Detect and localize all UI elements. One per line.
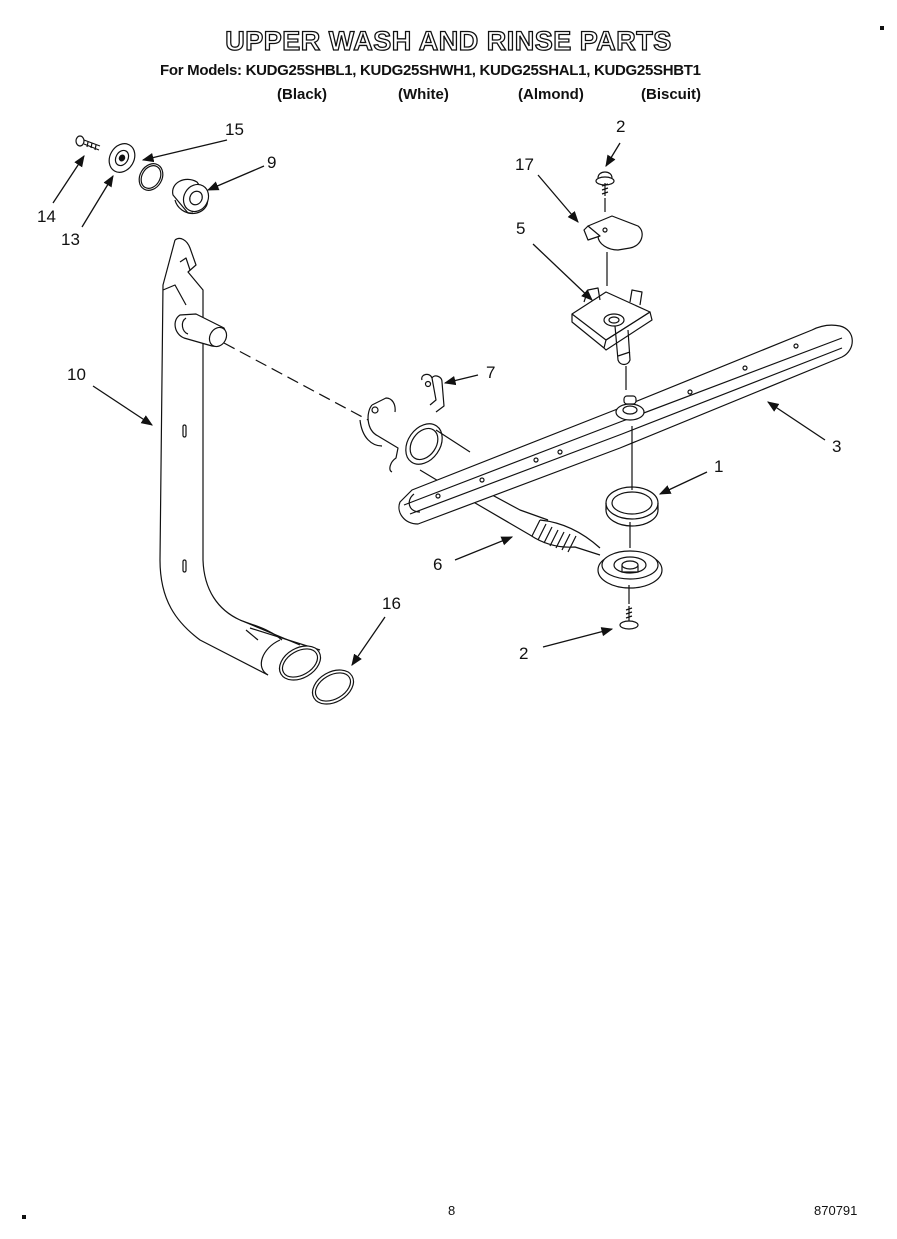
part-14-screw xyxy=(75,135,101,151)
callout-10: 10 xyxy=(67,365,86,384)
callout-6: 6 xyxy=(433,555,443,574)
registration-mark xyxy=(22,1215,26,1219)
callout-5: 5 xyxy=(516,219,526,238)
part-10-supply-tube xyxy=(159,237,322,681)
page-number: 8 xyxy=(448,1203,456,1218)
part-1-ring xyxy=(605,486,659,527)
part-2-screw-bottom xyxy=(619,606,639,630)
models-line: For Models: KUDG25SHBL1, KUDG25SHWH1, KU… xyxy=(160,62,701,79)
color-label-almond: (Almond) xyxy=(518,86,584,103)
color-label-white: (White) xyxy=(398,86,449,103)
callout-7: 7 xyxy=(486,363,496,382)
color-label-biscuit: (Biscuit) xyxy=(641,86,701,103)
callout-9: 9 xyxy=(267,153,277,172)
callout-2-bottom: 2 xyxy=(519,644,529,663)
part-3-spray-arm xyxy=(398,324,853,525)
callout-13: 13 xyxy=(61,230,80,249)
part-7-clip xyxy=(421,373,445,413)
part-17-cap xyxy=(583,215,643,251)
part-16-o-ring xyxy=(311,669,355,705)
part-9-cap xyxy=(172,178,210,215)
callout-15: 15 xyxy=(225,120,244,139)
callout-3: 3 xyxy=(832,437,842,456)
document-code: 870791 xyxy=(814,1203,858,1218)
callout-1: 1 xyxy=(714,457,724,476)
page-title: UPPER WASH AND RINSE PARTS xyxy=(225,25,672,56)
callout-16: 16 xyxy=(382,594,401,613)
callout-14: 14 xyxy=(37,207,56,226)
color-label-black: (Black) xyxy=(277,86,328,103)
part-2-screw-top xyxy=(595,171,615,196)
callout-2-top: 2 xyxy=(616,117,626,136)
callout-17: 17 xyxy=(515,155,534,174)
part-15-o-ring xyxy=(138,163,164,191)
registration-mark xyxy=(880,26,884,30)
part-5-bracket xyxy=(571,287,653,366)
part-13-washer xyxy=(108,143,136,173)
